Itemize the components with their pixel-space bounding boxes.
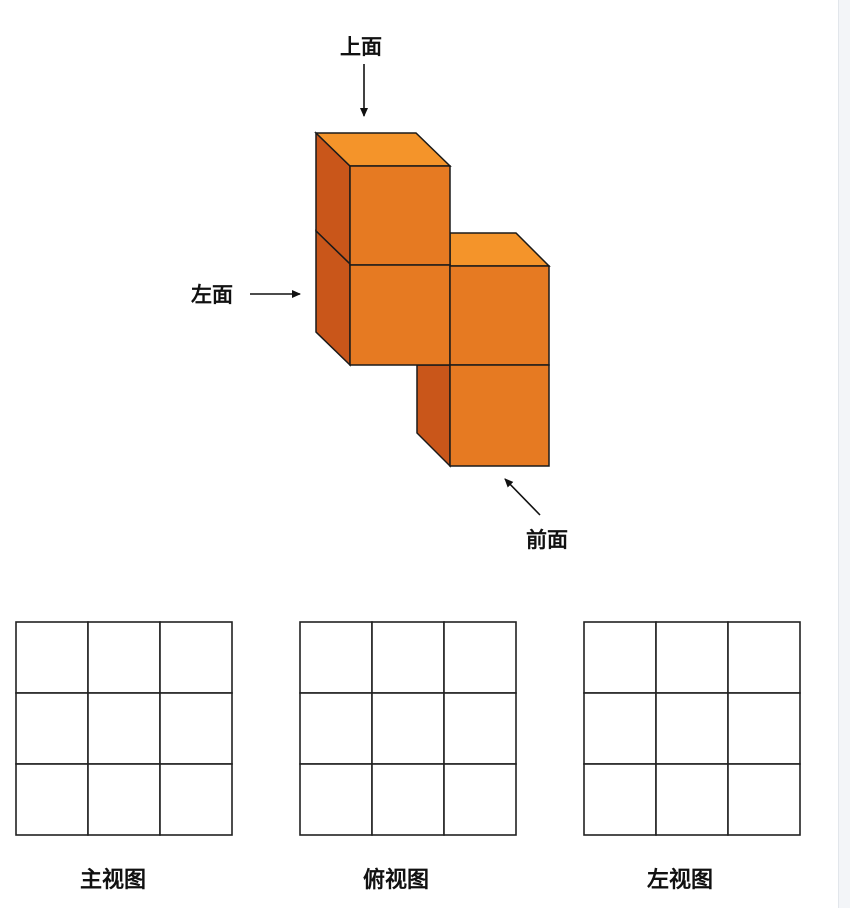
grid-cell: [87, 763, 161, 836]
label-front: 前面: [526, 528, 568, 552]
grid-cell: [159, 692, 233, 765]
label-front-group: 前面: [504, 478, 568, 552]
grid-cell: [583, 763, 657, 836]
grid-cell: [371, 763, 445, 836]
grid-cell: [583, 692, 657, 765]
grid-cell: [299, 621, 373, 694]
grid-cell: [443, 763, 517, 836]
grid-cell: [371, 692, 445, 765]
cube-top-face: [449, 232, 551, 267]
view-grids: [15, 621, 801, 836]
caption-left-view: 左视图: [647, 867, 713, 893]
grid-cell: [655, 692, 729, 765]
grid-cell: [727, 763, 801, 836]
grid-cell: [655, 621, 729, 694]
label-left: 左面: [191, 283, 233, 307]
grid-cell: [727, 621, 801, 694]
label-left-group: 左面: [191, 283, 301, 307]
caption-top-view: 俯视图: [363, 867, 429, 893]
page-edge: [838, 0, 850, 908]
grid-cell: [583, 621, 657, 694]
grid-cell: [371, 621, 445, 694]
grid-cell: [443, 692, 517, 765]
cube-front-face: [349, 264, 451, 366]
label-top-group: 上面: [340, 35, 382, 117]
grid-cell: [159, 763, 233, 836]
grid-cell: [15, 621, 89, 694]
cube-figure: [314, 131, 551, 468]
grid-cell: [87, 692, 161, 765]
grid-cell: [87, 621, 161, 694]
cube-front-face: [349, 165, 451, 266]
grid-cell: [159, 621, 233, 694]
caption-front-view: 主视图: [80, 867, 146, 893]
arrow-up-left-icon: [504, 478, 541, 516]
cube-side-face: [416, 364, 451, 468]
grid-top-view: [299, 621, 517, 836]
grid-cell: [299, 763, 373, 836]
grid-cell: [727, 692, 801, 765]
cube-front-face: [449, 364, 550, 467]
label-top: 上面: [340, 35, 382, 59]
grid-cell: [15, 692, 89, 765]
grid-cell: [299, 692, 373, 765]
grid-front-view: [15, 621, 233, 836]
cube-front-face: [449, 265, 550, 366]
grid-cell: [443, 621, 517, 694]
grid-cell: [15, 763, 89, 836]
grid-left-view: [583, 621, 801, 836]
grid-cell: [655, 763, 729, 836]
